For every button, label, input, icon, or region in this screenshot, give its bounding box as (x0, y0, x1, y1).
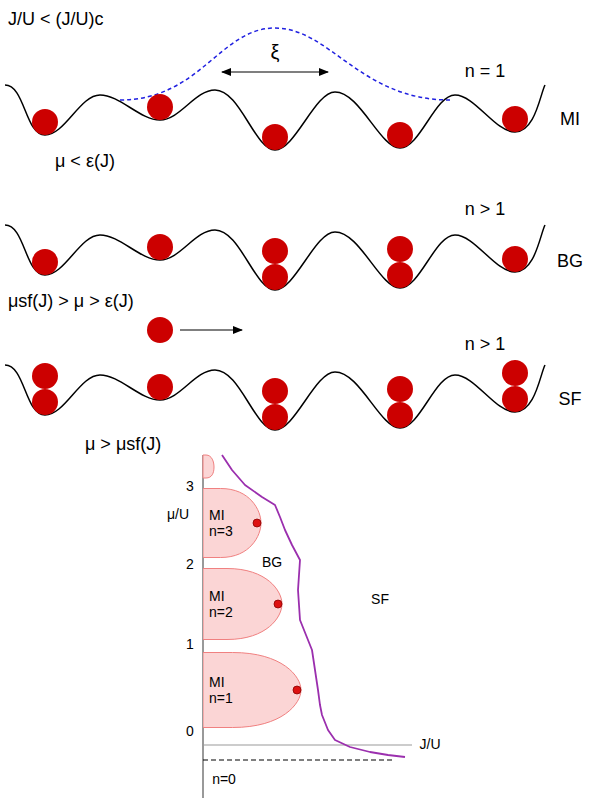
lobe-outline (203, 489, 261, 558)
phase-label: MI (209, 507, 262, 523)
regime-condition: J/U < (J/U)c (8, 10, 104, 30)
vacuum-line (203, 759, 393, 760)
localization-envelope (120, 28, 450, 100)
atoms (32, 234, 528, 290)
filling-label: n=0 (212, 772, 236, 787)
length-arrow (222, 71, 328, 72)
tick-label: 2 (186, 557, 194, 572)
phase-label: BG (557, 252, 583, 272)
regime-condition: μ < ε(J) (55, 152, 115, 172)
mott-lobe: MIn=1 (203, 652, 302, 728)
phase-label: MI (209, 588, 283, 604)
axis-label: J/U (420, 737, 441, 752)
mott-lobe: MIn=3 (203, 488, 262, 558)
phase-label: BG (262, 555, 282, 570)
filling-label: n = 1 (465, 62, 506, 82)
atoms (32, 317, 528, 430)
tick-label: 0 (186, 724, 194, 739)
potential-line (5, 365, 545, 430)
lobe-outline (203, 653, 301, 728)
axis-label: μ/U (167, 507, 189, 522)
critical-point (253, 519, 261, 527)
phase-label: MI (209, 674, 302, 690)
regime-condition: μ > μsf(J) (85, 435, 161, 455)
critical-point (293, 686, 301, 694)
filling-label: n > 1 (465, 335, 506, 355)
tick-label: 1 (186, 637, 194, 652)
filling-label: n=3 (209, 523, 262, 539)
phase-label: SF (558, 390, 581, 410)
filling-label: n > 1 (465, 200, 506, 220)
regime-condition: μsf(J) > μ > ε(J) (8, 292, 134, 312)
atoms (32, 94, 528, 150)
phase-label: SF (371, 592, 389, 607)
filling-label: n=2 (209, 604, 283, 620)
hopping-arrow (180, 329, 242, 330)
j-axis (203, 745, 412, 746)
mott-lobe: MIn=2 (203, 568, 283, 640)
lobe-text: MIn=2 (203, 568, 283, 640)
critical-point (274, 600, 282, 608)
lobe-text: MIn=3 (203, 488, 262, 558)
length-symbol: ξ (271, 41, 280, 63)
potential-line (5, 85, 545, 150)
tick-label: 3 (186, 479, 194, 494)
phase-label: MI (560, 110, 580, 130)
potential-line (5, 225, 545, 290)
partial-lobe (203, 455, 214, 478)
filling-label: n=1 (209, 690, 302, 706)
lobe-text: MIn=1 (203, 652, 302, 728)
lobe-outline (203, 569, 282, 640)
